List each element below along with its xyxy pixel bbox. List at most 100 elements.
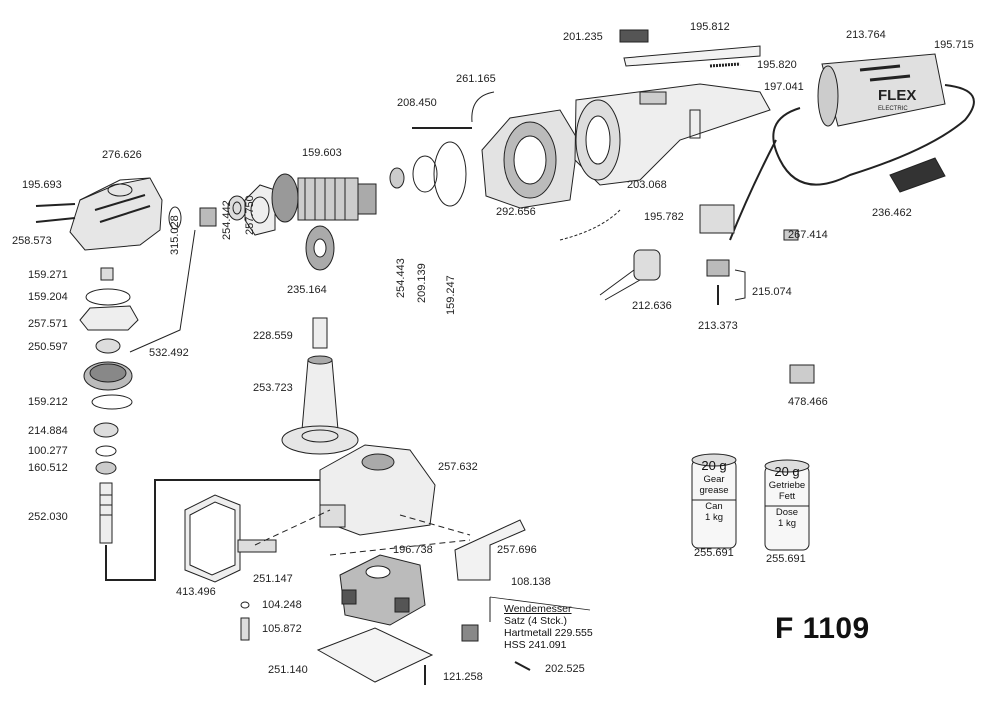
part-159271 [100,267,114,281]
field-292656 [481,109,579,209]
screw-228559 [312,317,328,349]
part-label: 159.204 [28,291,68,303]
part-257571 [79,305,139,331]
part-label: 258.573 [12,235,52,247]
screw-105872 [240,617,250,641]
part-label: 214.884 [28,425,68,437]
part-label: 195.820 [757,59,797,71]
part-label: 159.271 [28,269,68,281]
screw-202525 [514,661,531,671]
cover-213764 [817,53,946,127]
motor-housing-203068 [574,83,771,186]
part-label: 208.450 [397,97,437,109]
insert-blade [461,624,479,642]
grease-can-de [764,459,810,551]
part-label: 315.028 [169,215,181,255]
blade-note: Wendemesser Satz (4 Stck.) Hartmetall 22… [504,603,593,651]
part-label: 159.247 [445,275,457,315]
part-label: 276.626 [102,149,142,161]
part-160512 [95,461,117,475]
part-label: 201.235 [563,31,603,43]
part-214884 [93,422,119,438]
grease-can-de-label: 20 g Getriebe Fett Dose 1 kg [768,464,806,529]
part-label: 254.442 [221,200,233,240]
coil-212636 [599,249,661,301]
part-478466 [789,364,815,384]
grease-de-part: 255.691 [766,553,806,565]
part-label: 209.139 [416,263,428,303]
part-label: 252.030 [28,511,68,523]
part-label: 202.525 [545,663,585,675]
cutter-head-251147 [339,554,426,626]
clip-261165 [471,91,495,123]
part-label: 121.258 [443,671,483,683]
part-label: 159.603 [302,147,342,159]
clamp-215074 [706,259,730,277]
part-label: 292.656 [496,206,536,218]
switch-195782 [699,204,735,234]
washer-104248 [240,601,250,609]
part-315028 [168,206,182,230]
part-label: 251.147 [253,573,293,585]
part-label: 212.636 [632,300,672,312]
part-label: 195.812 [690,21,730,33]
part-label: 257.632 [438,461,478,473]
part-label: 195.782 [644,211,684,223]
part-label: 160.512 [28,462,68,474]
part-label: 532.492 [149,347,189,359]
part-label: 195.693 [22,179,62,191]
spindle-252030 [99,482,113,544]
ring-209139 [412,155,438,193]
bearing-254443 [389,167,405,189]
part-267414 [783,229,799,241]
part-label: 267.414 [788,229,828,241]
part-label: 159.212 [28,396,68,408]
part-250597 [95,338,121,354]
part-label: 203.068 [627,179,667,191]
part-label: 213.764 [846,29,886,41]
plug [889,157,946,193]
part-label: 196.738 [393,544,433,556]
gear-housing-276626 [35,177,163,251]
pinion-254442 [199,195,247,227]
model-title: F 1109 [775,612,870,645]
part-label: 108.138 [511,576,551,588]
part-label: 478.466 [788,396,828,408]
part-label: 257.696 [497,544,537,556]
base-plate-251140 [316,627,434,683]
disc-159247 [433,141,467,207]
part-159212 [91,394,133,410]
housing-257632 [319,444,436,536]
bearing-plate-257750 [244,184,276,236]
part-label: 235.164 [287,284,327,296]
part-label: 236.462 [872,207,912,219]
plate-257696 [454,519,526,581]
switch-201235 [619,29,649,43]
part-100277 [95,445,117,457]
slide-195812 [623,45,761,67]
grease-can-en [691,453,737,549]
grease-can-en-label: 20 g Gear grease Can 1 kg [699,458,729,523]
spring-195820 [709,62,741,68]
guard-413496 [184,494,277,583]
part-label: 195.715 [934,39,974,51]
brand-logo-text: FLEX [878,87,916,104]
part-label: 257.571 [28,318,68,330]
part-label: 257.750 [244,195,256,235]
part-label: 228.559 [253,330,293,342]
grease-en-part: 255.691 [694,547,734,559]
part-label: 215.074 [752,286,792,298]
part-label: 261.165 [456,73,496,85]
armature-159603 [271,173,377,223]
part-label: 251.140 [268,664,308,676]
part-label: 213.373 [698,320,738,332]
part-label: 254.443 [395,258,407,298]
part-label: 250.597 [28,341,68,353]
part-label: 100.277 [28,445,68,457]
part-159204 [85,288,131,306]
part-label: 253.723 [253,382,293,394]
part-label: 105.872 [262,623,302,635]
part-label: 413.496 [176,586,216,598]
brand-sub-text: ELECTRIC [878,106,908,112]
